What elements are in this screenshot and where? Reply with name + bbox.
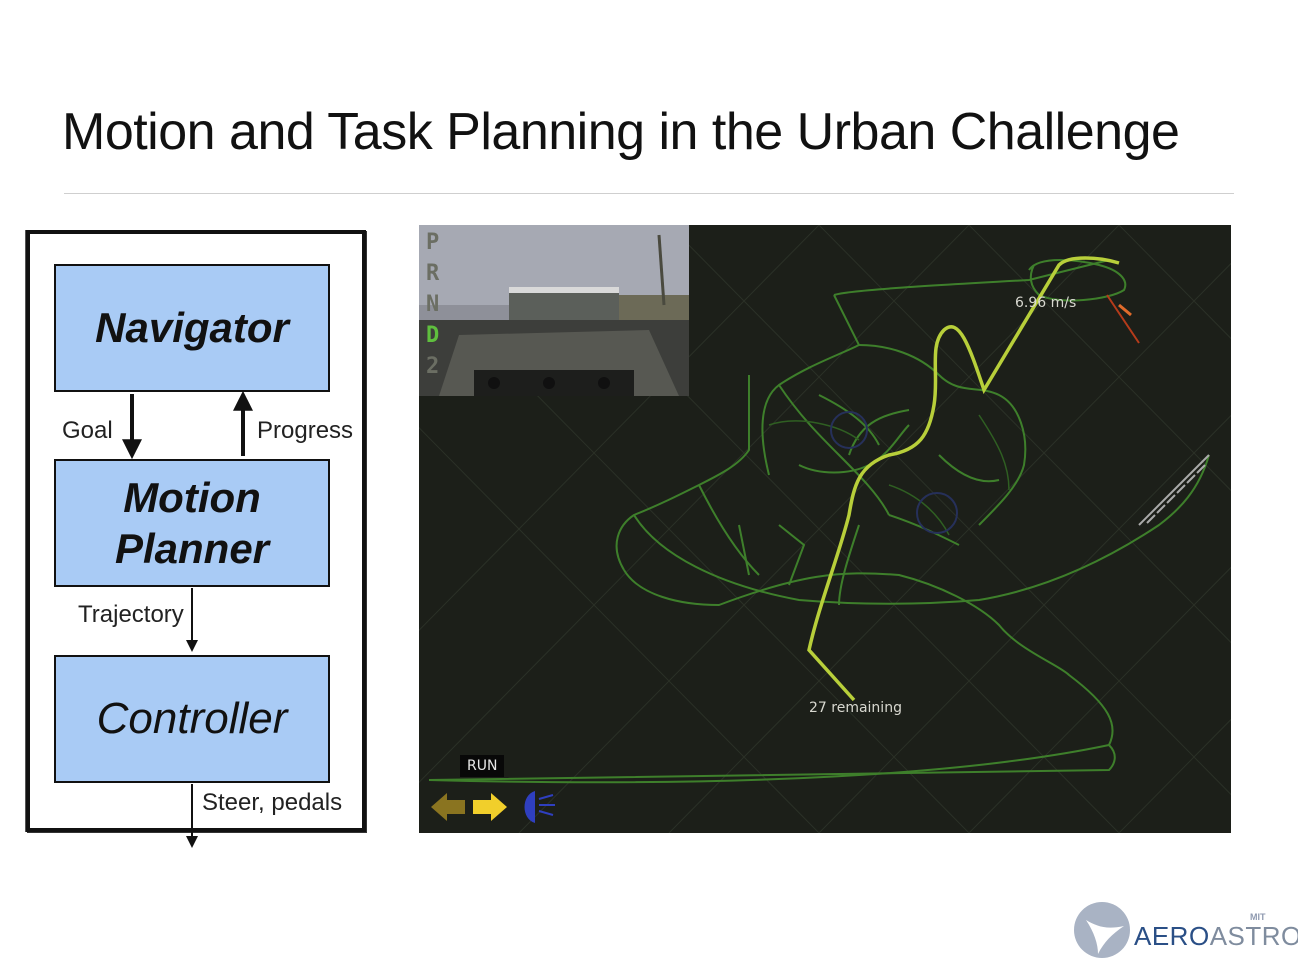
- road-network: [428, 259, 1210, 784]
- goal-label: Goal: [62, 417, 113, 444]
- planner-visualization: P R N D 2 6.96 m/s 27 remaining RUN: [419, 225, 1231, 833]
- road-network-map: [419, 225, 1231, 833]
- trajectory-label: Trajectory: [78, 601, 184, 628]
- controller-block: Controller: [54, 655, 330, 783]
- steer-pedals-label: Steer, pedals: [202, 789, 343, 816]
- logo-brand-astro: ASTRO: [1209, 921, 1298, 951]
- controller-label: Controller: [96, 694, 288, 744]
- motion-planner-block: Motion Planner: [54, 459, 330, 587]
- logo-wordmark: AEROASTRO: [1134, 921, 1298, 952]
- logo-brand-aero: AERO: [1134, 921, 1210, 951]
- gear-indicator: P R N D 2: [426, 227, 448, 382]
- headlight-icon: [524, 791, 555, 823]
- gear-r: R: [426, 261, 440, 286]
- slide-title: Motion and Task Planning in the Urban Ch…: [62, 103, 1180, 161]
- navigator-label: Navigator: [95, 304, 289, 352]
- speed-readout: 6.96 m/s: [1015, 295, 1077, 311]
- vehicle-marker: [1106, 294, 1140, 344]
- progress-label: Progress: [257, 417, 354, 444]
- title-divider: [64, 193, 1234, 194]
- remaining-readout: 27 remaining: [809, 700, 902, 716]
- aeroastro-logo: [1074, 902, 1130, 958]
- parking-lot: [1138, 454, 1210, 526]
- right-turn-arrow-icon: [473, 793, 507, 821]
- gear-2: 2: [426, 354, 440, 379]
- run-status: RUN: [460, 755, 505, 777]
- indicator-icons: [431, 791, 555, 823]
- motion-planner-label-line1: Motion: [123, 473, 261, 521]
- logo-institution: MIT: [1250, 912, 1266, 922]
- gear-d: D: [426, 323, 440, 348]
- gear-p: P: [426, 230, 440, 255]
- camera-feed: [419, 225, 689, 396]
- map-grid: [419, 225, 1231, 833]
- gear-n: N: [426, 292, 440, 317]
- left-turn-arrow-icon: [431, 793, 465, 821]
- planned-path: [807, 256, 1120, 702]
- navigator-block: Navigator: [54, 264, 330, 392]
- motion-planner-label-line2: Planner: [114, 525, 270, 572]
